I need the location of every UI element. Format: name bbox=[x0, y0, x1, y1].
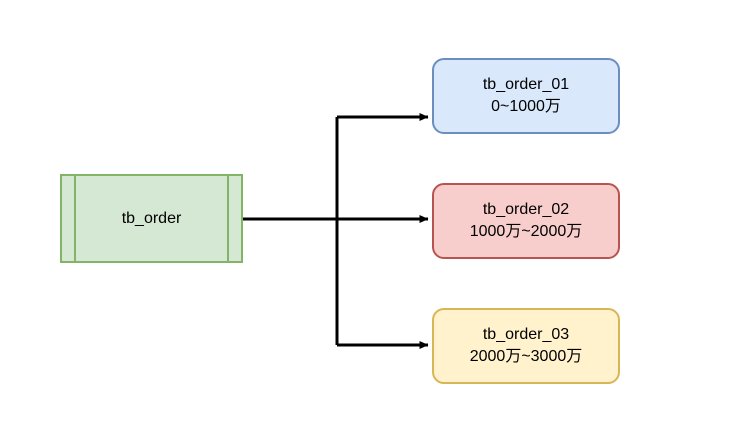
shard-2-name: tb_order_02 bbox=[482, 201, 570, 219]
shard-node-3[interactable]: tb_order_03 2000万~3000万 bbox=[432, 308, 620, 384]
source-table-node[interactable]: tb_order bbox=[60, 174, 243, 263]
shard-1-range: 0~1000万 bbox=[491, 98, 561, 115]
shard-3-name: tb_order_03 bbox=[482, 326, 570, 344]
table-rail-right bbox=[227, 176, 229, 261]
source-table-label: tb_order bbox=[121, 209, 182, 227]
shard-2-range: 1000万~2000万 bbox=[469, 223, 583, 240]
shard-node-2[interactable]: tb_order_02 1000万~2000万 bbox=[432, 183, 620, 259]
shard-3-range: 2000万~3000万 bbox=[469, 348, 583, 365]
table-rail-left bbox=[74, 176, 76, 261]
shard-1-name: tb_order_01 bbox=[482, 76, 570, 94]
shard-node-1[interactable]: tb_order_01 0~1000万 bbox=[432, 58, 620, 134]
